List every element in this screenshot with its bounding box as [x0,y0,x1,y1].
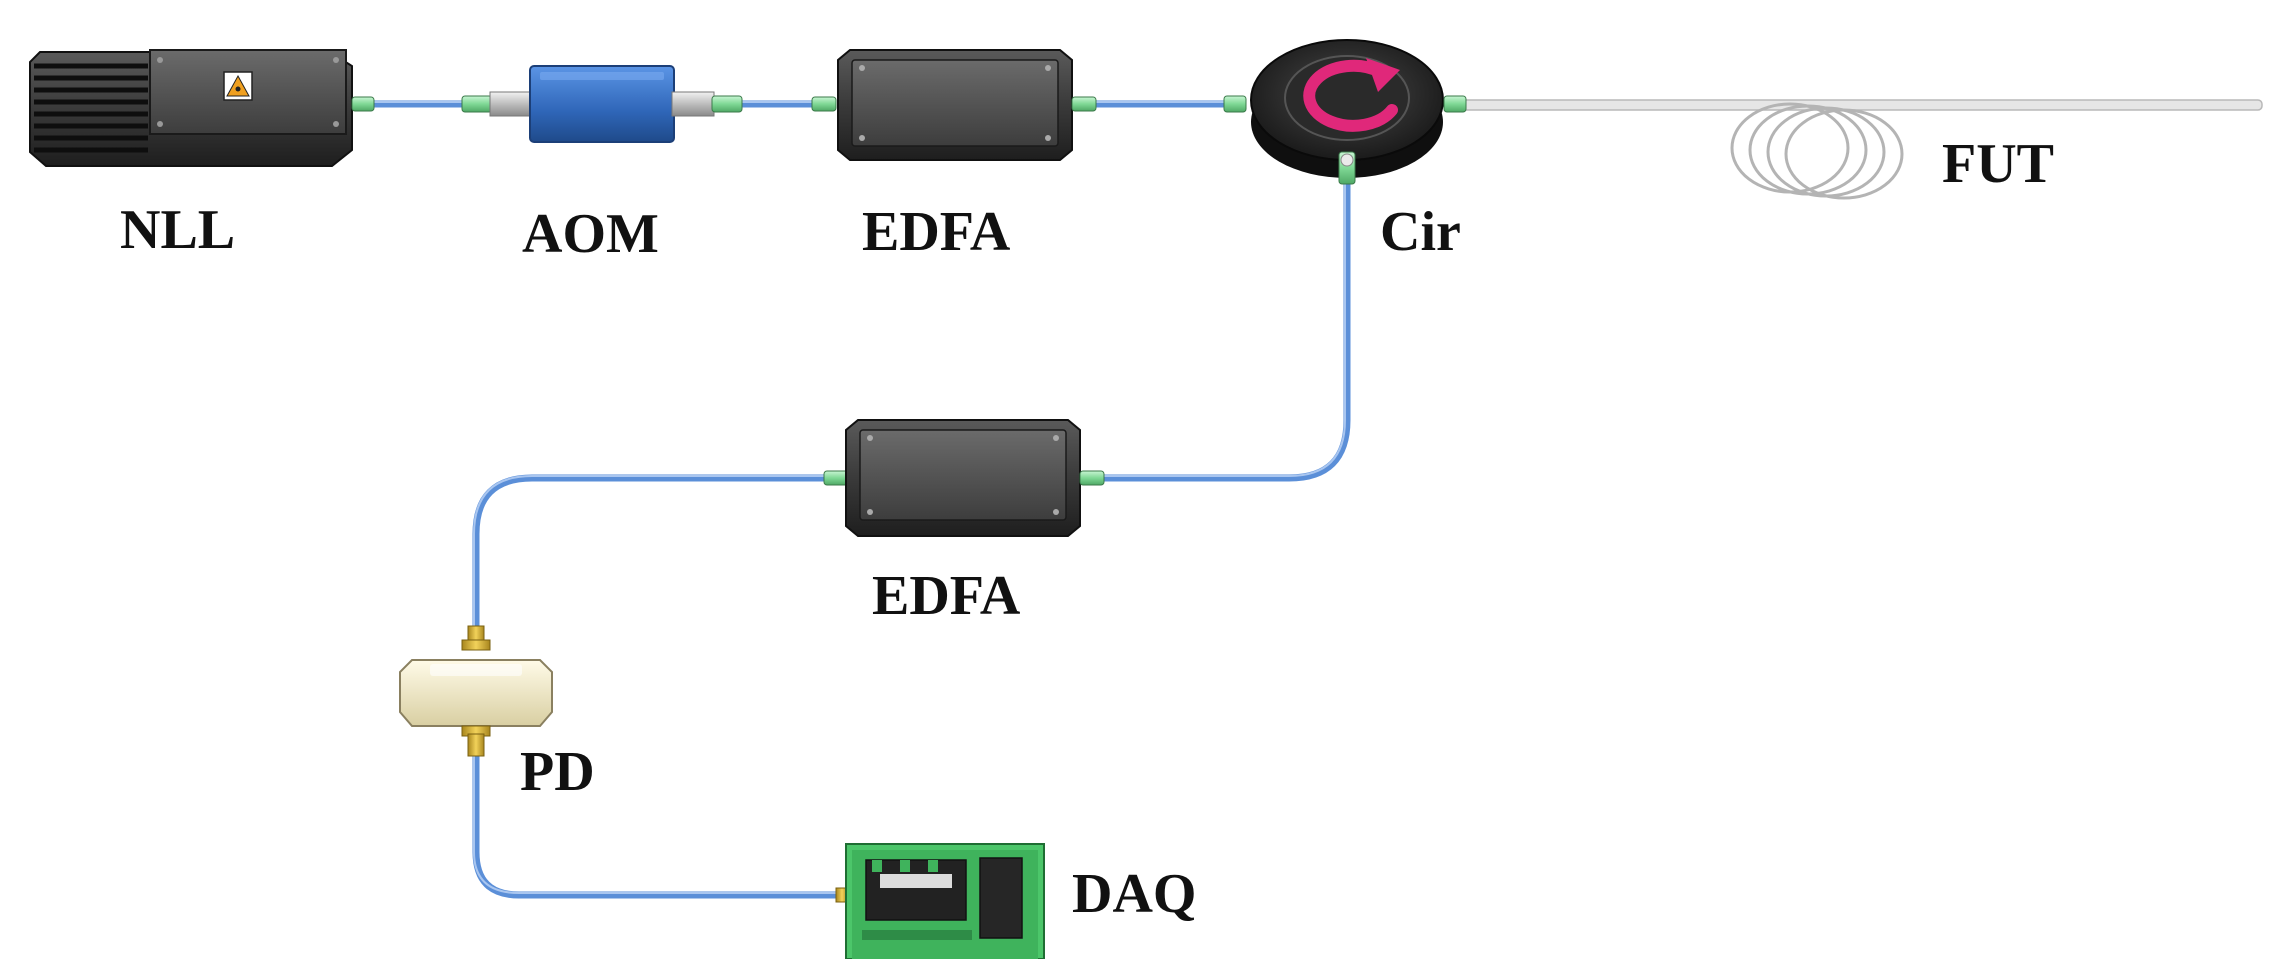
edfa-bottom-amplifier[interactable] [823,419,1105,537]
photodetector[interactable] [399,625,553,757]
label-pd: PD [520,741,595,803]
fiber-edfa2-pd [472,474,834,640]
nll-output-connector [351,96,375,112]
fiber-highlights [369,101,1346,894]
aom-modulator[interactable] [461,65,743,143]
label-edfa-bottom: EDFA [872,565,1021,627]
label-fut: FUT [1942,133,2054,195]
fiber-coil [1730,102,1904,200]
laser-warning-icon [223,71,253,101]
circulator[interactable] [1223,39,1467,185]
daq-board[interactable] [835,843,1045,959]
label-nll: NLL [120,199,235,261]
label-aom: AOM [522,203,659,265]
fiber-cir-edfa2 [1086,176,1351,482]
nll-laser[interactable] [29,49,375,167]
edfa-top-amplifier[interactable] [811,49,1097,161]
fut-fiber [1461,99,2263,200]
label-edfa-top: EDFA [862,201,1011,263]
label-circulator: Cir [1380,201,1461,263]
label-daq: DAQ [1072,863,1196,925]
heatsink-fins [34,63,148,153]
circular-arrow-icon [1303,58,1400,132]
